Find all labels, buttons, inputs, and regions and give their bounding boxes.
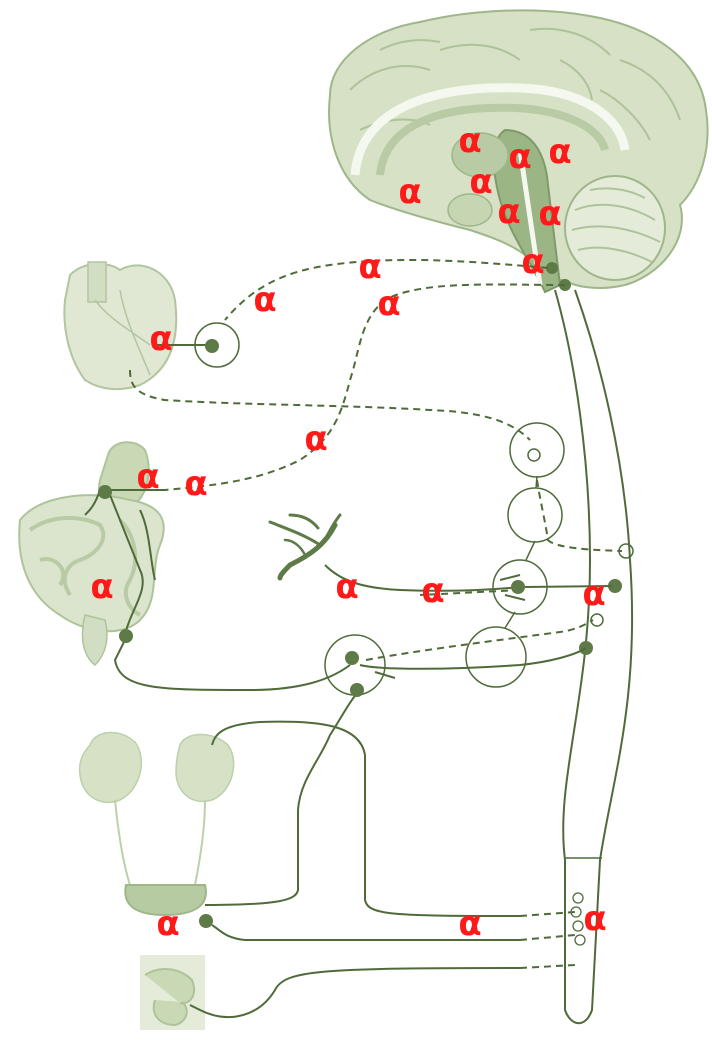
alpha-label: α bbox=[253, 280, 276, 320]
alpha-label: α bbox=[582, 574, 605, 614]
alpha-label: α bbox=[508, 137, 531, 177]
reproductive-organs bbox=[140, 955, 205, 1030]
alpha-label: α bbox=[136, 457, 159, 497]
alpha-label: α bbox=[398, 172, 421, 212]
alpha-label: α bbox=[304, 419, 327, 459]
alpha-label: α bbox=[583, 899, 606, 939]
alpha-label: α bbox=[469, 162, 492, 202]
alpha-label: α bbox=[421, 571, 444, 611]
alpha-label: α bbox=[335, 567, 358, 607]
alpha-label: α bbox=[358, 247, 381, 287]
alpha-label: α bbox=[458, 904, 481, 944]
alpha-label: α bbox=[90, 567, 113, 607]
alpha-label: α bbox=[548, 132, 571, 172]
kidneys-bladder bbox=[80, 733, 234, 928]
alpha-label: α bbox=[497, 192, 520, 232]
alpha-label: α bbox=[184, 464, 207, 504]
alpha-label: α bbox=[538, 194, 561, 234]
dashed-nerve-pathways bbox=[130, 260, 622, 968]
alpha-label: α bbox=[521, 242, 544, 282]
alpha-label: α bbox=[377, 284, 400, 324]
alpha-label: α bbox=[156, 904, 179, 944]
alpha-label: α bbox=[458, 121, 481, 161]
alpha-label: α bbox=[149, 319, 172, 359]
